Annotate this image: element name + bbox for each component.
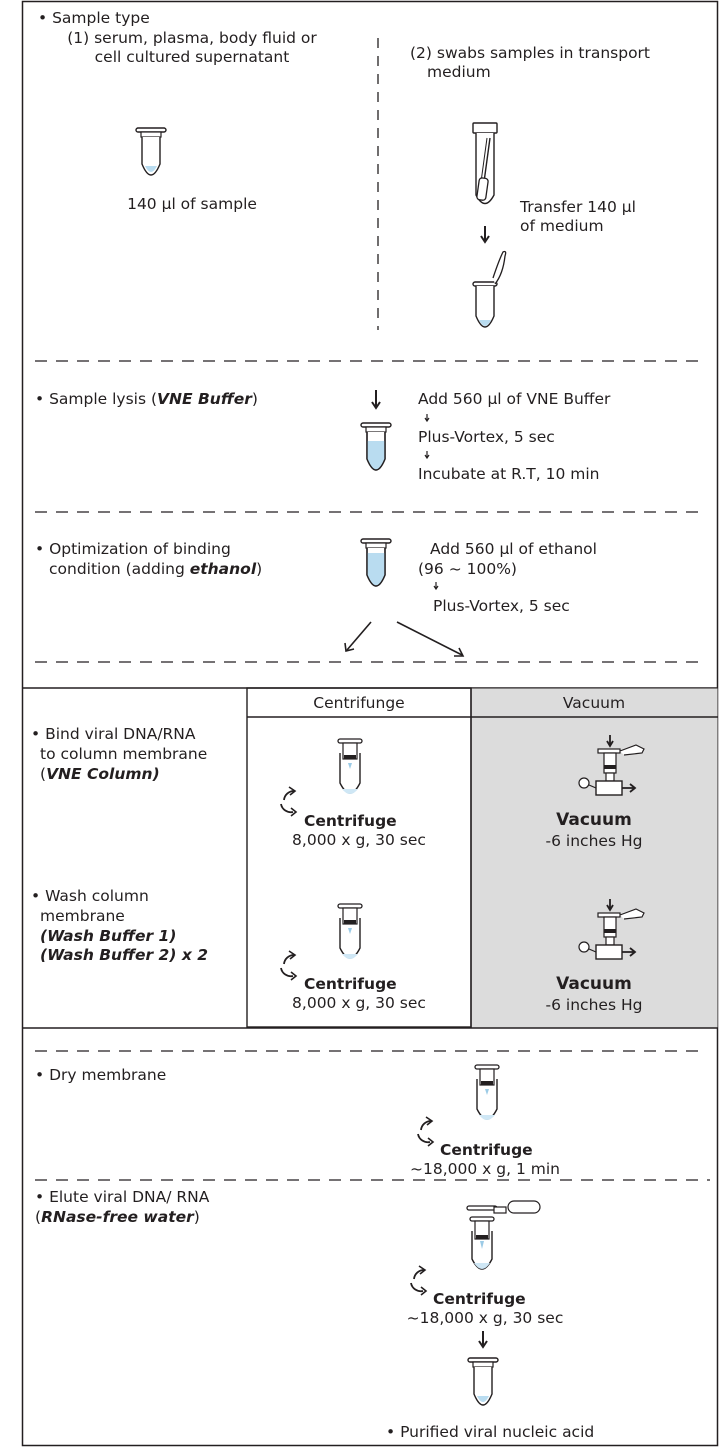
purified-result: • Purified viral nucleic acid [386,1423,595,1441]
arrow-down-icon [371,390,381,410]
dry-centrifuge-word: Centrifuge [440,1141,533,1159]
option2-caption-line1: Transfer 140 µl [520,198,636,216]
binding-step-1: Add 560 µl of ethanol [430,540,597,558]
wash-centrifuge-word: Centrifuge [304,975,397,993]
sample-type-heading: • Sample type [38,9,150,27]
wash-vacuum-spec: -6 inches Hg [545,996,643,1014]
vacuum-header: Vacuum [562,694,626,712]
lysis-step-3: Incubate at R.T, 10 min [418,465,600,483]
wash-buffer-2: (Wash Buffer 2) x 2 [40,946,208,964]
rotation-icon [280,786,297,817]
elute-spec: ~18,000 x g, 30 sec [406,1309,564,1327]
rotation-icon [410,1265,427,1296]
option2-line2: medium [427,63,491,81]
wash-label-line2: membrane [40,907,125,925]
dry-label: • Dry membrane [35,1066,167,1084]
binding-step-3: Plus-Vortex, 5 sec [433,597,570,615]
elute-centrifuge-word: Centrifuge [433,1290,526,1308]
centrifuge-column-box [246,687,472,1028]
bind-label-line2: to column membrane [40,745,208,763]
bind-vacuum-spec: -6 inches Hg [545,832,643,850]
option1-caption: 140 µl of sample [127,195,257,213]
arrow-down-icon [478,1331,488,1349]
elute-column-icon [466,1200,541,1270]
sample-tube-icon [135,127,167,176]
bind-label-line3: (VNE Column) [40,765,160,783]
bind-label-line1: • Bind viral DNA/RNA [31,725,196,743]
wash-label-line1: • Wash column [31,887,149,905]
lysis-step-1: Add 560 µl of VNE Buffer [418,390,611,408]
swab-tube-icon [472,122,498,205]
bind-centrifuge-spec: 8,000 x g, 30 sec [292,831,426,849]
elute-label-line1: • Elute viral DNA/ RNA [35,1188,210,1206]
open-tube-icon [472,250,507,328]
bind-vacuum-word: Vacuum [556,810,632,830]
arrow-down-icon [480,226,490,244]
option1-line2: cell cultured supernatant [94,48,290,66]
binding-step-2: (96 ~ 100%) [418,560,517,578]
binding-label-line2: condition (adding ethanol) [49,560,263,578]
lysis-step-2: Plus-Vortex, 5 sec [418,428,555,446]
final-tube-icon [467,1357,499,1406]
wash-vacuum-word: Vacuum [556,974,632,994]
split-arrows-icon [344,621,465,657]
dry-spec: ~18,000 x g, 1 min [410,1160,560,1178]
lysis-label: • Sample lysis (VNE Buffer) [35,390,258,408]
vacuum-column-bg [471,688,718,1028]
binding-tube-icon [360,538,392,587]
option2-caption-line2: of medium [520,217,604,235]
rotation-icon [280,950,297,981]
centrifuge-header: Centrifunge [313,694,405,712]
option2-line1: (2) swabs samples in transport [410,44,651,62]
elute-label-line2: (RNase-free water) [35,1208,200,1226]
wash-centrifuge-spec: 8,000 x g, 30 sec [292,994,426,1012]
wash-buffer-1: (Wash Buffer 1) [40,927,177,945]
rotation-icon [417,1116,434,1147]
binding-label-line1: • Optimization of binding [35,540,231,558]
lysis-tube-icon [360,422,392,471]
option1-line1: (1) serum, plasma, body fluid or [67,29,317,47]
bind-centrifuge-word: Centrifuge [304,812,397,830]
